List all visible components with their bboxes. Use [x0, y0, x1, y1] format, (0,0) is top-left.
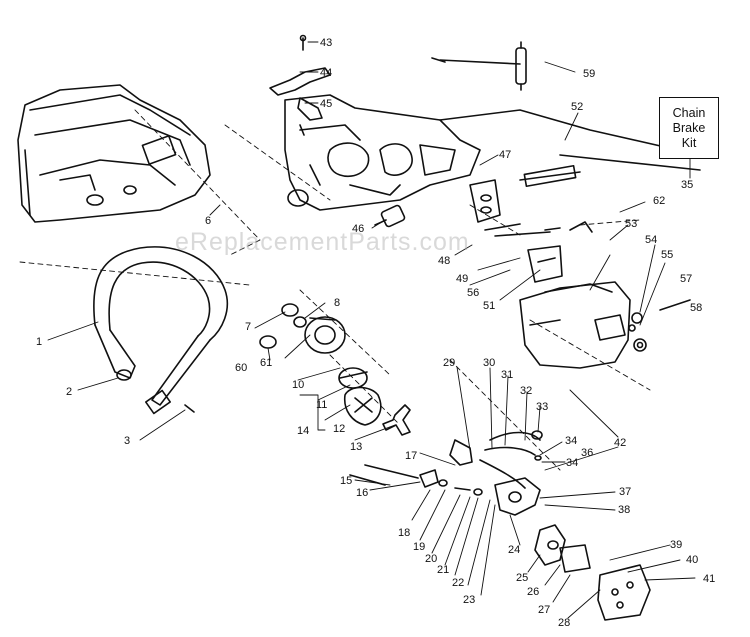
callout-38: 38	[618, 504, 630, 516]
callout-16: 16	[356, 487, 368, 499]
callout-2: 2	[66, 386, 72, 398]
callout-13: 13	[350, 441, 362, 453]
callout-39: 39	[670, 539, 682, 551]
callout-12: 12	[333, 423, 345, 435]
callout-27: 27	[538, 604, 550, 616]
callout-48: 48	[438, 255, 450, 267]
callout-49: 49	[456, 273, 468, 285]
kit-callout-number: 35	[681, 179, 694, 191]
callout-leaders	[47, 41, 696, 619]
callout-37: 37	[619, 486, 631, 498]
callout-31: 31	[501, 369, 513, 381]
callout-21: 21	[437, 564, 449, 576]
callout-34: 34	[565, 435, 577, 447]
callout-54: 54	[645, 234, 657, 246]
callout-43: 43	[320, 37, 332, 49]
callout-34b: 34	[566, 457, 578, 469]
scrench-tool	[431, 41, 527, 91]
callout-59: 59	[583, 68, 595, 80]
callout-17: 17	[405, 450, 417, 462]
callout-26: 26	[527, 586, 539, 598]
callout-56: 56	[467, 287, 479, 299]
kit-label-line-1: Chain	[672, 105, 706, 120]
callout-29: 29	[443, 357, 455, 369]
callout-32: 32	[520, 385, 532, 397]
callout-11: 11	[316, 399, 327, 411]
callout-62: 62	[653, 195, 665, 207]
chain-tensioner-plate	[527, 245, 563, 283]
callout-57: 57	[680, 273, 692, 285]
engine-housing	[284, 94, 701, 211]
callout-18: 18	[398, 527, 410, 539]
callout-25: 25	[516, 572, 528, 584]
callout-36: 36	[581, 447, 593, 459]
callout-3: 3	[124, 435, 130, 447]
callout-30: 30	[483, 357, 495, 369]
callout-41: 41	[703, 573, 715, 585]
chain-brake-kit-box: Chain Brake Kit	[659, 97, 719, 159]
callout-24: 24	[508, 544, 520, 556]
callout-14: 14	[297, 425, 309, 437]
kit-label-line-3: Kit	[681, 135, 697, 150]
callout-15: 15	[340, 475, 352, 487]
watermark-text: eReplacementParts.com	[175, 228, 470, 256]
kit-label-line-2: Brake	[672, 120, 706, 135]
callout-28: 28	[558, 617, 570, 629]
callout-33: 33	[536, 401, 548, 413]
callout-42: 42	[614, 437, 626, 449]
cover-fasteners	[628, 299, 691, 352]
callout-44: 44	[320, 67, 332, 79]
callout-51: 51	[483, 300, 495, 312]
callout-8: 8	[334, 297, 340, 309]
callout-46: 46	[352, 223, 364, 235]
callout-10: 10	[292, 379, 304, 391]
ignition-and-carburetor	[349, 430, 651, 621]
callout-53: 53	[625, 218, 637, 230]
throttle-linkage	[269, 34, 331, 136]
callout-52: 52	[571, 101, 583, 113]
callout-61: 61	[260, 357, 272, 369]
callout-numbers: 1 2 3 6 7 8 10 11 12 13 14 15 16 17 18 1…	[36, 37, 715, 629]
callout-60: 60	[235, 362, 247, 374]
assembly-guide-lines	[19, 109, 651, 471]
callout-40: 40	[686, 554, 698, 566]
callout-58: 58	[690, 302, 702, 314]
callout-47: 47	[499, 149, 511, 161]
front-handle	[93, 246, 229, 415]
callout-22: 22	[452, 577, 464, 589]
callout-55: 55	[661, 249, 673, 261]
spark-plug-boot	[374, 204, 406, 228]
callout-7: 7	[245, 321, 251, 333]
callout-45: 45	[320, 98, 332, 110]
callout-6: 6	[205, 215, 211, 227]
callout-1: 1	[36, 336, 42, 348]
sprocket-cover	[519, 281, 631, 369]
callout-20: 20	[425, 553, 437, 565]
guide-bar-assembly	[469, 164, 593, 237]
callout-19: 19	[413, 541, 425, 553]
callout-23: 23	[463, 594, 475, 606]
chainsaw-cover	[17, 84, 211, 223]
